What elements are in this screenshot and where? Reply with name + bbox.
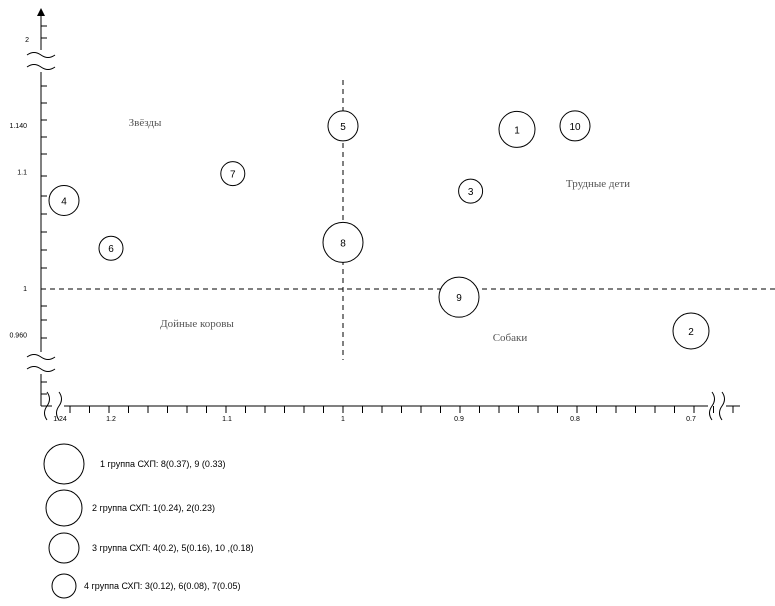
- legend-circle-group-3: [48, 532, 80, 564]
- bubble-point-7: [220, 161, 246, 187]
- x-tick-label: 0.9: [454, 416, 464, 423]
- bubble-label-9: 9: [456, 293, 462, 304]
- y-axis-break-mark: [26, 354, 56, 360]
- bubble-label-1: 1: [514, 125, 520, 136]
- legend-circle-group-2: [45, 489, 83, 527]
- y-axis-break-mark: [26, 366, 56, 372]
- legend-text-group-4: 4 группа СХП: 3(0.12), 6(0.08), 7(0.05): [84, 581, 240, 591]
- x-tick-label: 1.1: [222, 416, 232, 423]
- legend-circle-group-1: [43, 443, 85, 485]
- y-tick-label: 1.140: [9, 123, 27, 130]
- bubble-point-6: [98, 235, 124, 261]
- bubble-point-3: [458, 178, 484, 204]
- bubble-point-8: [322, 221, 364, 263]
- bubble-label-5: 5: [340, 122, 346, 133]
- legend: 1 группа СХП: 8(0.37), 9 (0.33) 2 группа …: [43, 443, 253, 599]
- x-axis-break-mark: [719, 391, 725, 421]
- x-axis-break-mark: [709, 391, 715, 421]
- quadrant-label-cash-cows: Дойные коровы: [160, 318, 234, 330]
- quadrant-label-problem-children: Трудные дети: [566, 178, 630, 190]
- y-tick-label: 0.960: [9, 333, 27, 340]
- bubble-point-1: [498, 110, 536, 148]
- legend-text-group-3: 3 группа СХП: 4(0.2), 5(0.16), 10 ,(0.18…: [92, 543, 253, 553]
- x-tick-label: 1.24: [53, 416, 67, 423]
- quadrant-label-dogs: Собаки: [493, 332, 528, 344]
- bubble-point-4: [48, 184, 80, 216]
- quadrant-label-stars: Звёзды: [129, 117, 162, 129]
- axes: [26, 8, 740, 421]
- bubble-point-9: [438, 276, 480, 318]
- x-tick-label: 0.7: [686, 416, 696, 423]
- bubble-point-10: [559, 110, 591, 142]
- bubble-point-2: [672, 312, 710, 350]
- bubble-label-3: 3: [468, 187, 474, 198]
- x-tick-label: 1: [341, 416, 345, 423]
- legend-text-group-2: 2 группа СХП: 1(0.24), 2(0.23): [92, 503, 215, 513]
- y-tick-label: 2: [25, 37, 29, 44]
- bubble-label-8: 8: [340, 238, 346, 249]
- x-axis-break-mark: [56, 391, 62, 421]
- bubbles: 1 2 3 4 5 6 7 8 9 10: [48, 110, 710, 350]
- bubble-label-2: 2: [688, 327, 694, 338]
- y-tick-label: 1.1: [17, 170, 27, 177]
- y-axis-break-mark: [26, 64, 56, 70]
- x-tick-label: 0.8: [570, 416, 580, 423]
- y-tick-label: 1: [23, 286, 27, 293]
- legend-circle-group-4: [51, 573, 77, 599]
- bubble-label-7: 7: [230, 170, 236, 181]
- legend-text-group-1: 1 группа СХП: 8(0.37), 9 (0.33): [100, 459, 225, 469]
- y-axis-arrow: [37, 8, 45, 16]
- axis-ticks: 2 1.140 1.1 1 0.960 1.24 1.2 1.1 1 0.9 0.8 0.7: [9, 25, 734, 423]
- bubble-point-5: [327, 110, 359, 142]
- x-tick-label: 1.2: [106, 416, 116, 423]
- bubble-label-4: 4: [61, 196, 67, 207]
- y-axis-break-mark: [26, 52, 56, 58]
- bubble-label-10: 10: [569, 122, 581, 133]
- x-axis-break-mark: [44, 391, 50, 421]
- bubble-label-6: 6: [108, 244, 114, 255]
